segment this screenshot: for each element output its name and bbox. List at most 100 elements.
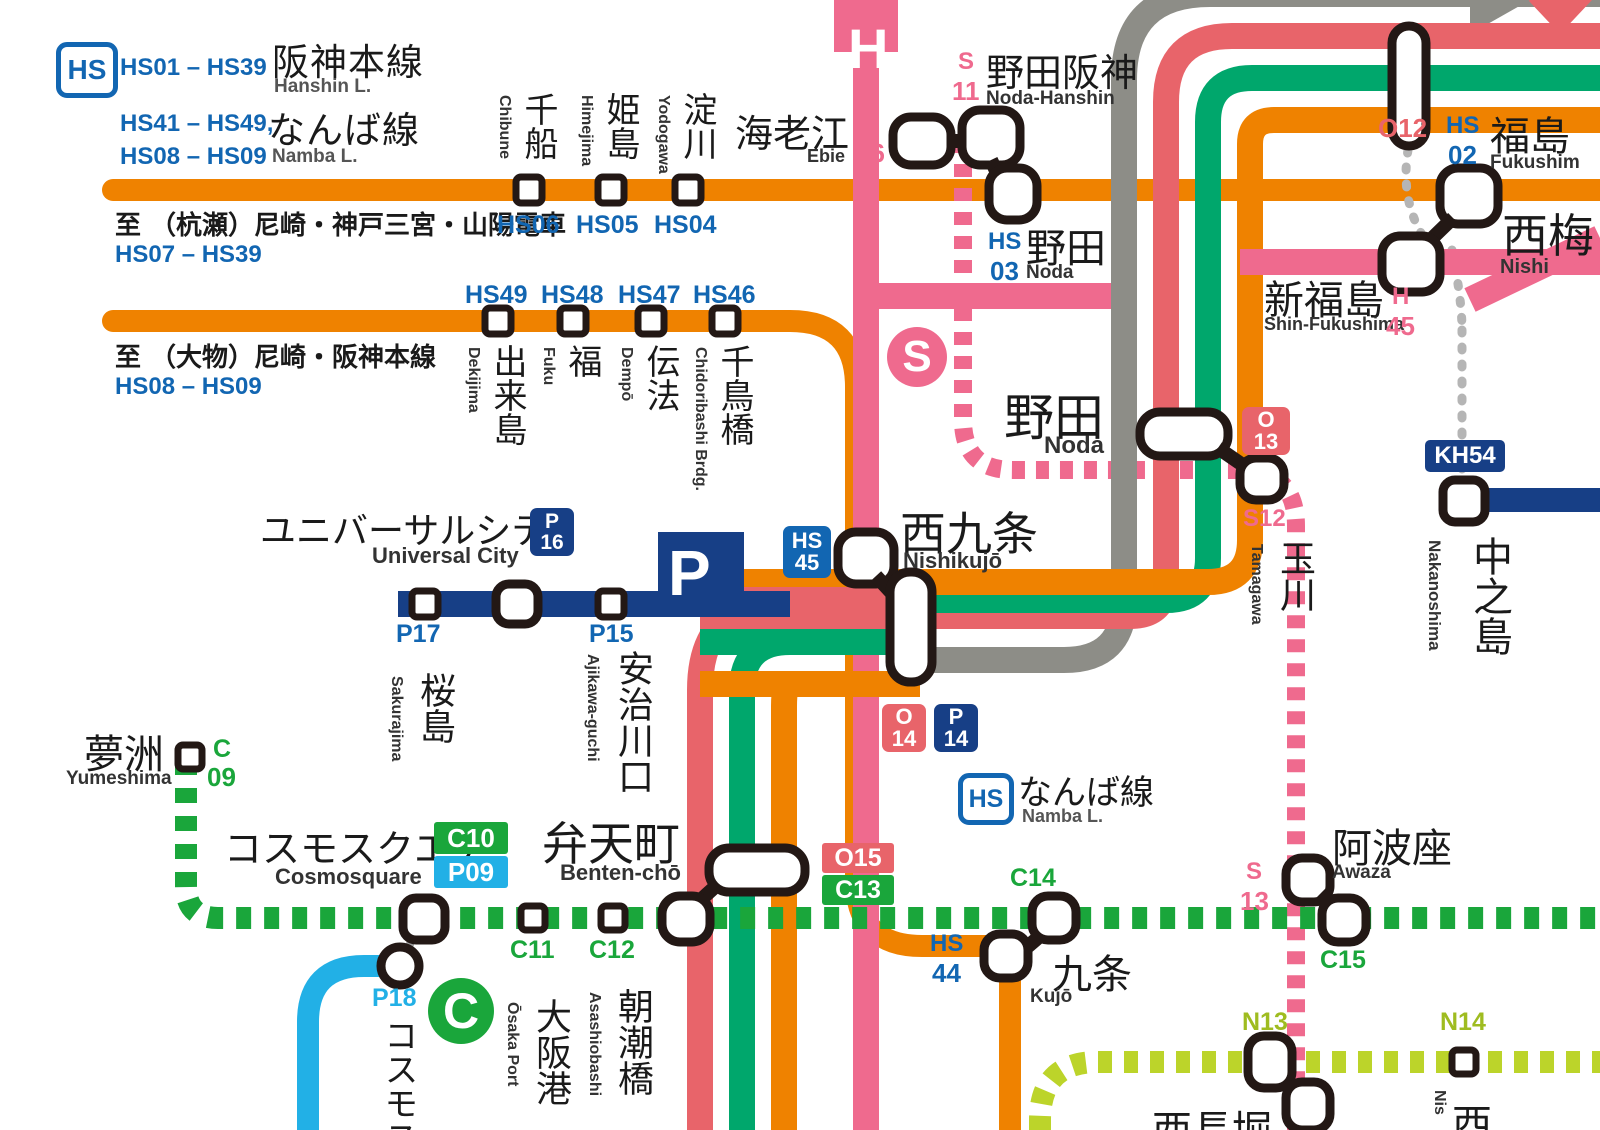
- station-dempo-en: Dempō: [618, 347, 635, 402]
- station-p18-code: P18: [372, 984, 417, 1012]
- yumesaki-line-icon: P: [668, 537, 711, 609]
- station-noda-code-letter: HS: [988, 228, 1022, 255]
- badge-nishikujo-hs-letter: HS: [791, 528, 823, 553]
- line-chuo-dashed: [175, 760, 1600, 929]
- legend-namba-codes2: HS08 – HS09: [120, 143, 267, 170]
- badge-nakanoshima-kh54: KH54: [1425, 440, 1505, 472]
- station-yodogawa-en: Yodogawa: [655, 95, 672, 174]
- station-nakanoshima: [1438, 475, 1490, 527]
- station-nishikujo-jp: 西九条: [900, 507, 1038, 561]
- station-universalcity-en: Universal City: [372, 543, 519, 568]
- station-nodahanshin-jp: 野田阪神: [986, 51, 1139, 95]
- badge-nishikujo-o-number: 14: [891, 726, 917, 751]
- station-cosmosquare: [398, 893, 450, 945]
- station-osakaport-code: C11: [510, 936, 555, 964]
- station-dempo-code: HS47: [618, 281, 681, 309]
- line-jr-green-top: [700, 65, 1600, 613]
- station-kujo-c-code: C14: [1010, 864, 1056, 892]
- station-nodahanshin-en: Noda-Hanshin: [986, 88, 1115, 109]
- badge-kh54-text: KH54: [1434, 442, 1496, 469]
- station-asashiobashi-jp: 朝潮橋: [612, 988, 653, 1096]
- station-chidoribashi-code: HS46: [693, 281, 756, 309]
- station-osakaport-jp: 大阪港: [530, 998, 571, 1106]
- station-ebie-jp: 海老江: [735, 112, 850, 156]
- badge-universalcity-p-letter: P: [544, 510, 559, 533]
- sennichimae-line-icon: S: [887, 327, 947, 387]
- station-ebie-code-letter: H: [860, 110, 878, 137]
- station-ebie-en: Ebie: [807, 146, 846, 166]
- station-himejima-code: HS05: [576, 211, 639, 239]
- station-chibune-en: Chibune: [496, 95, 513, 159]
- line-h-tab-bg: [834, 0, 898, 52]
- station-kujo-jp: 九条: [1052, 952, 1132, 998]
- badge-nishikujo-p-number: 14: [943, 726, 969, 751]
- station-yumeshima-jp: 夢洲: [84, 732, 164, 778]
- line-pink-diag: [1464, 226, 1600, 312]
- h-line-tab-label: H: [848, 17, 889, 80]
- station-p18-jp: コスモス: [378, 1018, 418, 1130]
- station-universalcity-jp: ユニバーサルシティ: [260, 511, 582, 552]
- station-yumeshima-en: Yumeshima: [66, 768, 172, 789]
- station-fukushima-hs-letter: HS: [1446, 112, 1480, 139]
- legend-namba-jp: なんば線: [268, 109, 420, 152]
- interchange-ebie-noda: [888, 105, 1042, 225]
- station-n14: [1448, 1046, 1480, 1078]
- badge-o15-text: O15: [834, 843, 882, 872]
- badge-c10-text: C10: [447, 823, 495, 853]
- station-bentencho-en: Benten-chō: [560, 860, 681, 885]
- badge-nishikujo-o: O 14: [882, 704, 926, 752]
- station-osakaport: [517, 902, 549, 934]
- badge-nishikujo-p: P 14: [934, 704, 978, 752]
- station-shinfukushima-en: Shin-Fukushima: [1264, 314, 1405, 334]
- badge-nishikujo-p-letter: P: [948, 704, 964, 729]
- station-markers-namba: [481, 304, 742, 338]
- legend-hanshin-jp: 阪神本線: [272, 41, 424, 84]
- badge-tamagawa-o-letter: O: [1257, 407, 1275, 432]
- station-fukushima-jp: 福島: [1490, 114, 1570, 160]
- interchange-fukushima: [1377, 163, 1503, 297]
- station-dekijima-jp: 出来島: [487, 344, 527, 446]
- walk-link-fukushima2: [1447, 245, 1467, 335]
- station-awaza-jp: 阿波座: [1332, 826, 1452, 872]
- station-noda-en: Noda: [1026, 262, 1074, 283]
- legend-through2-codes: HS08 – HS09: [115, 373, 262, 400]
- station-nishiumeda-jp: 西梅: [1502, 209, 1594, 263]
- station-sakurajima-jp: 桜島: [414, 672, 455, 744]
- station-awaza-s-letter: S: [1246, 858, 1263, 885]
- station-awaza-en: Awaza: [1332, 862, 1391, 883]
- station-nodahanshin-code-number: 11: [952, 76, 980, 106]
- station-yodogawa-code: HS04: [654, 211, 717, 239]
- station-himejima-jp: 姫島: [600, 92, 640, 160]
- station-n14-en: Nis: [1431, 1090, 1448, 1115]
- station-sakurajima-code: P17: [396, 620, 441, 648]
- station-nakanoshima-jp: 中之島: [1466, 536, 1512, 656]
- legend-namba-inline-jp: なんば線: [1018, 773, 1154, 813]
- station-sakurajima-en: Sakurajima: [388, 676, 405, 762]
- line-jr-orange-top: [700, 107, 1600, 595]
- station-ajikawaguchi-en: Ajikawa-guchi: [584, 654, 601, 762]
- station-asashiobashi: [597, 902, 629, 934]
- station-chibune-code: HS06: [497, 211, 560, 239]
- station-fukushima-jr: [1387, 21, 1431, 151]
- station-noda-jp: 野田: [1026, 226, 1106, 272]
- station-p18: [376, 942, 424, 990]
- line-nagahori-dashed: [1029, 1051, 1600, 1130]
- station-fukushima-hs-number: 02: [1448, 140, 1477, 170]
- station-fuku-code: HS48: [541, 281, 604, 309]
- station-sakurajima: [408, 587, 442, 621]
- station-universalcity: [491, 579, 543, 629]
- station-n14-jp: 西: [1452, 1102, 1492, 1130]
- station-ebie-code-number: 46: [856, 138, 885, 168]
- legend-through1-jp: 至 （杭瀬）尼崎・神戸三宮・山陽電車: [115, 211, 567, 241]
- legend-namba-inline-icon: HS: [958, 773, 1014, 825]
- line-jr-red-top: [700, 23, 1600, 629]
- station-bentencho-jp: 弁天町: [542, 817, 680, 871]
- station-nodahanshin-code-letter: S: [958, 48, 975, 75]
- line-newtram-cyan: [297, 955, 400, 1130]
- station-chidoribashi-jp: 千鳥橋: [714, 344, 754, 446]
- interchange-nishikujo: [833, 527, 937, 687]
- station-nishiumeda-en: Nishi: [1500, 256, 1549, 278]
- chuo-line-icon: C: [428, 978, 494, 1044]
- station-fuku-jp: 福: [562, 344, 602, 378]
- station-asashiobashi-code: C12: [589, 936, 635, 964]
